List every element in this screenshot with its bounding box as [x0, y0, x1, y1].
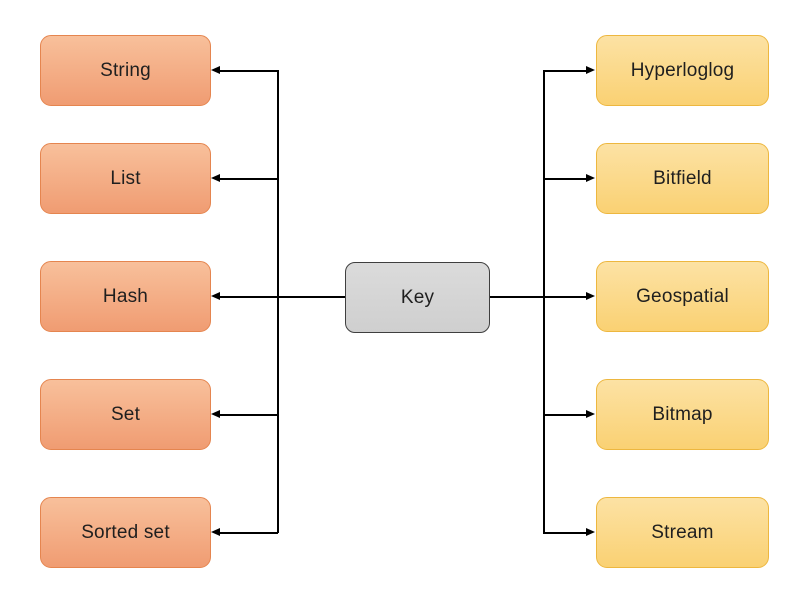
- node-bitmap: Bitmap: [596, 379, 769, 450]
- key-right-connector: [490, 295, 544, 298]
- branch-line-geospatial: [543, 296, 587, 298]
- branch-line-hyperloglog: [543, 70, 587, 72]
- branch-line-hash: [219, 296, 278, 298]
- branch-line-bitfield: [543, 178, 587, 180]
- key-left-connector: [277, 295, 345, 298]
- node-stream: Stream: [596, 497, 769, 568]
- left-trunk-line: [277, 70, 279, 533]
- node-bitfield: Bitfield: [596, 143, 769, 214]
- node-key: Key: [345, 262, 490, 333]
- arrowhead-hyperloglog-icon: [586, 66, 595, 75]
- node-sorted-set: Sorted set: [40, 497, 211, 568]
- branch-line-string: [219, 70, 278, 72]
- node-list: List: [40, 143, 211, 214]
- node-string: String: [40, 35, 211, 106]
- arrowhead-sorted-set-icon: [211, 528, 220, 537]
- arrowhead-bitfield-icon: [586, 174, 595, 183]
- arrowhead-string-icon: [211, 66, 220, 75]
- branch-line-sorted-set: [219, 532, 278, 534]
- arrowhead-set-icon: [211, 410, 220, 419]
- arrowhead-geospatial-icon: [586, 292, 595, 301]
- right-trunk-line: [543, 70, 545, 533]
- arrowhead-bitmap-icon: [586, 410, 595, 419]
- branch-line-list: [219, 178, 278, 180]
- arrowhead-list-icon: [211, 174, 220, 183]
- branch-line-stream: [543, 532, 587, 534]
- arrowhead-stream-icon: [586, 528, 595, 537]
- node-geospatial: Geospatial: [596, 261, 769, 332]
- node-set: Set: [40, 379, 211, 450]
- branch-line-bitmap: [543, 414, 587, 416]
- branch-line-set: [219, 414, 278, 416]
- node-hyperloglog: Hyperloglog: [596, 35, 769, 106]
- arrowhead-hash-icon: [211, 292, 220, 301]
- node-hash: Hash: [40, 261, 211, 332]
